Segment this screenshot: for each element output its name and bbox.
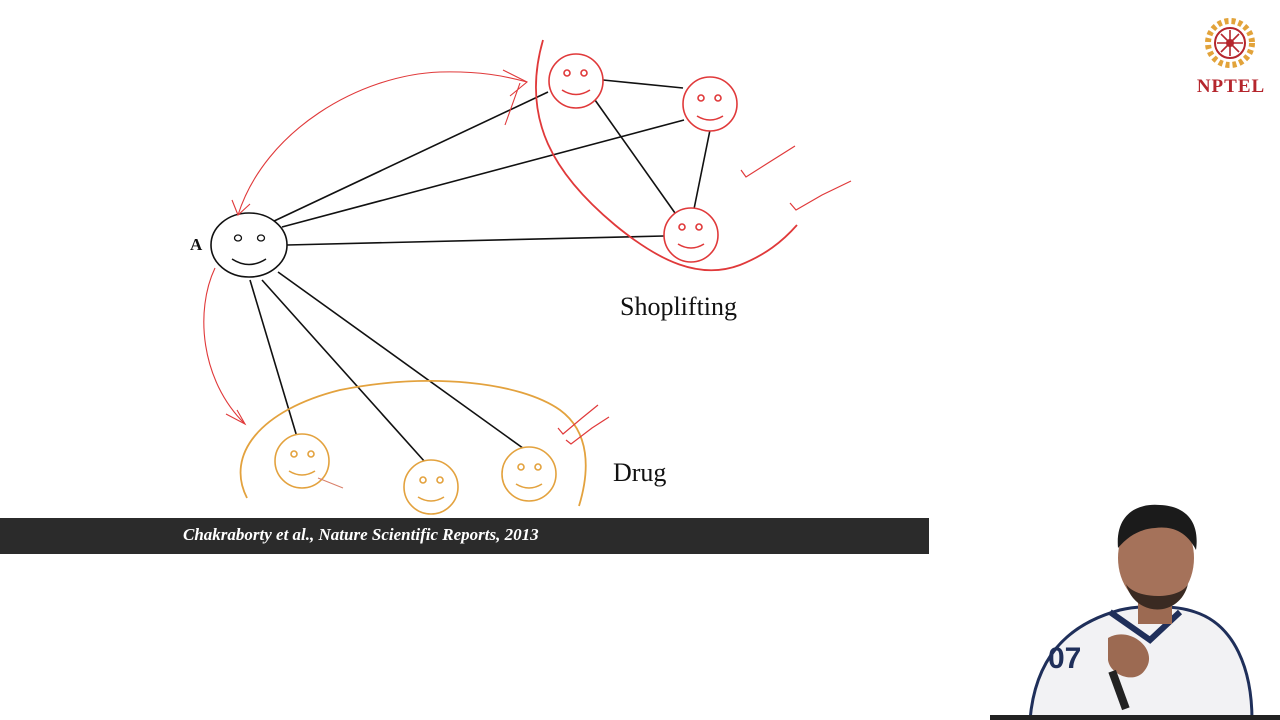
check-mark-1 (740, 145, 796, 178)
edge-s1-s3 (594, 99, 676, 214)
edge-a-d1 (249, 279, 298, 438)
drug-boundary-arc (239, 380, 587, 507)
drug-label: Drug (613, 458, 666, 487)
edge-s2-s3 (693, 129, 711, 210)
check-mark-2 (789, 180, 852, 211)
shoplifting-label: Shoplifting (620, 292, 737, 321)
node-shoplifting-1 (548, 53, 604, 109)
logo-text: NPTEL (1196, 76, 1266, 97)
edge-s1-s2 (602, 79, 684, 89)
node-shoplifting-3 (663, 207, 719, 263)
drug-nodes (274, 433, 557, 515)
drug-stray-stroke (317, 477, 344, 489)
node-shoplifting-2 (682, 76, 738, 132)
edge-a-d2 (261, 279, 426, 463)
presenter-video: 07 (990, 504, 1280, 720)
shoplifting-nodes (548, 53, 738, 263)
edge-a-s1 (271, 91, 549, 223)
curved-arrow-to-drug (203, 267, 246, 425)
node-drug-3 (501, 446, 557, 502)
curved-arrow-to-shoplifting (237, 71, 528, 216)
nptel-logo (1205, 18, 1255, 68)
citation-bar: Chakraborty et al., Nature Scientific Re… (0, 518, 929, 554)
edges (249, 79, 711, 463)
arrowhead-drug (225, 409, 247, 426)
edge-a-d3 (277, 271, 528, 452)
drug-annotations (203, 267, 610, 507)
arrowhead-a-top (231, 199, 251, 216)
logo-emblem (1205, 18, 1255, 68)
shoplifting-annotations (231, 39, 852, 272)
node-drug-2 (403, 459, 459, 515)
citation-text: Chakraborty et al., Nature Scientific Re… (183, 525, 539, 544)
node-drug-1 (274, 433, 330, 489)
arrowhead-shoplifting (502, 69, 529, 126)
svg-text:07: 07 (1048, 642, 1081, 675)
shoplifting-boundary-curve (535, 39, 798, 272)
drug-check-marks (557, 404, 610, 445)
presenter-figure: 07 (990, 504, 1280, 720)
edge-a-s2 (281, 119, 685, 228)
node-a-label: A (190, 235, 203, 254)
edge-a-s3 (286, 235, 665, 246)
node-a (210, 212, 288, 278)
